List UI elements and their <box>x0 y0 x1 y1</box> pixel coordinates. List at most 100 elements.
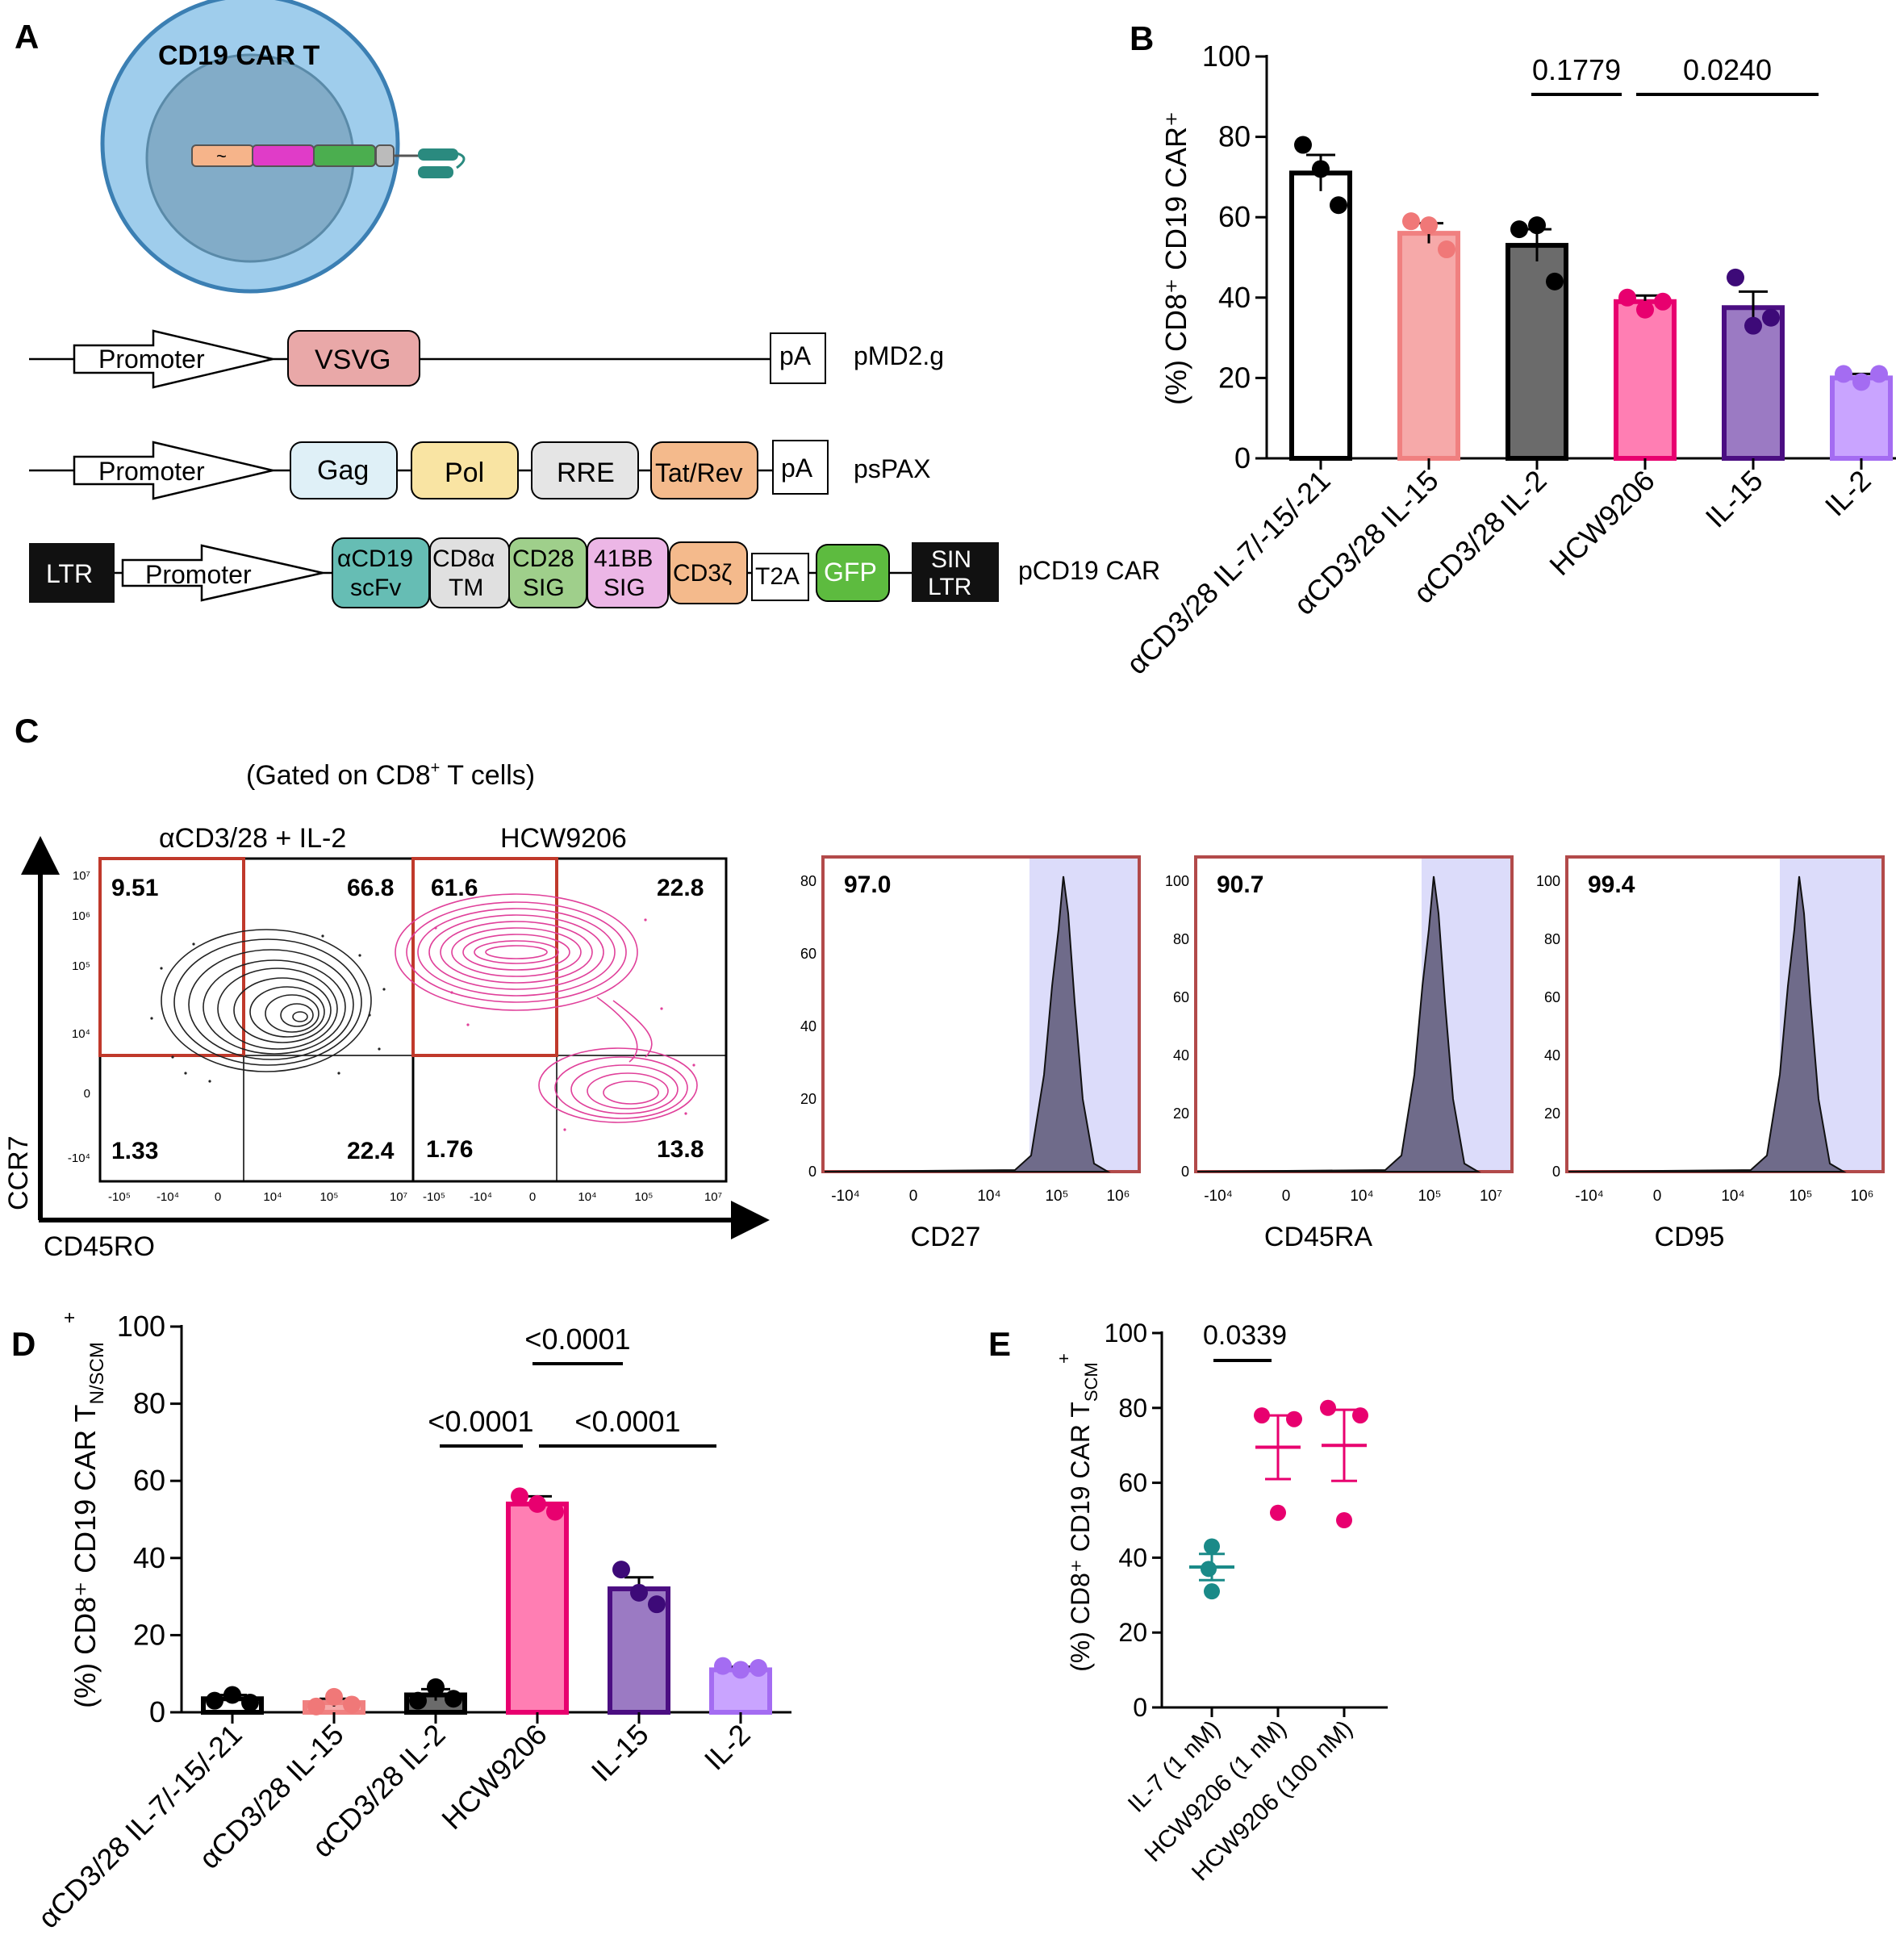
pspax-gag-label: Gag <box>317 455 369 486</box>
plot1-x-tick: 10⁷ <box>390 1190 407 1204</box>
histogram-percent: 99.4 <box>1588 871 1635 898</box>
gate-naive-scm-2 <box>411 857 558 1057</box>
plot1-x-tick: 10⁴ <box>263 1190 282 1204</box>
plot1-y-tick: 10⁷ <box>73 869 90 883</box>
y-tick-label: 80 <box>133 1387 165 1420</box>
histogram-x-tick: 0 <box>909 1188 918 1205</box>
histogram-y-tick: 80 <box>1544 931 1560 947</box>
y-tick-label: 40 <box>1218 281 1251 314</box>
x-tick-label: IL-15 <box>1699 464 1769 534</box>
pmd2g-promoter-arrow <box>73 329 274 389</box>
x-tick-label: IL-2 <box>1819 464 1877 523</box>
plot1-y-tick: 10⁴ <box>72 1027 90 1041</box>
plot1-x-tick: -10⁵ <box>108 1190 131 1204</box>
data-point <box>1438 240 1455 259</box>
data-point <box>732 1661 750 1679</box>
data-point <box>307 1697 325 1716</box>
data-point <box>1201 1561 1217 1578</box>
histogram-percent: 90.7 <box>1217 871 1263 898</box>
pcar-promoter-label: Promoter <box>145 560 252 589</box>
x-tick-label: IL-15 <box>585 1718 655 1788</box>
data-point <box>1636 300 1654 319</box>
pspax-rre-label: RRE <box>557 458 615 488</box>
contour-population-black <box>161 929 372 1072</box>
histogram-x-tick: -10⁴ <box>1575 1188 1604 1205</box>
cell-label: CD19 CAR T <box>158 40 319 71</box>
panel-c: C (Gated on CD8+ T cells) CCR7 CD45RO αC… <box>3 712 1885 1262</box>
data-point <box>325 1687 343 1706</box>
x-tick-label: αCD3/28 IL-7/-15/-21 <box>31 1718 248 1935</box>
p-value-label: <0.0001 <box>428 1405 533 1438</box>
data-point <box>1618 288 1636 307</box>
panel-c-label: C <box>15 712 39 750</box>
pcar-cd3z-box <box>669 541 748 604</box>
y-tick-label: 80 <box>1218 120 1251 153</box>
plot2-quadrant-ur: 22.8 <box>657 875 704 901</box>
histogram-x-tick: -10⁴ <box>831 1188 860 1205</box>
pspax-promoter-arrow <box>73 441 274 500</box>
contour-population-pink <box>395 893 698 1123</box>
pcar-gfp-box <box>816 544 890 602</box>
histogram-y-tick: 60 <box>800 946 816 962</box>
histogram-marker-label: CD95 <box>1655 1222 1725 1252</box>
plot1-y-tick: 0 <box>84 1087 90 1101</box>
pcar-construct: LTR Promoter αCD19 scFv CD8α TM CD28 SIG… <box>29 537 1160 608</box>
construct-segment-gray <box>375 144 395 167</box>
plot1-quadrant-lr: 22.4 <box>347 1138 395 1164</box>
contour-dots-black <box>150 934 386 1083</box>
data-point <box>1402 212 1420 231</box>
plot2-x-ticks: -10⁵ -10⁴ 0 10⁴ 10⁵ 10⁷ <box>423 1190 722 1204</box>
pcar-sin-ltr-label-1: SIN <box>931 546 971 573</box>
x-tick-label: IL-2 <box>698 1718 757 1777</box>
y-tick-label: 0 <box>1133 1693 1147 1722</box>
histogram-x-tick: 0 <box>1282 1188 1291 1205</box>
histogram-peak <box>1196 876 1481 1172</box>
data-point <box>1330 196 1347 215</box>
data-point <box>750 1659 767 1678</box>
data-point <box>241 1694 259 1712</box>
plot2-x-tick: 10⁵ <box>635 1190 654 1204</box>
panel-d-y-axis-label: (%) CD8⁺ CD19 CAR TN/SCM <box>69 1342 108 1708</box>
y-tick-label: 40 <box>1118 1543 1147 1572</box>
data-point <box>343 1695 361 1714</box>
car-t-cell-illustration: CD19 CAR T ~ <box>100 0 466 294</box>
p-value-label: <0.0001 <box>524 1323 630 1356</box>
data-point <box>1336 1512 1352 1528</box>
pspax-pa-label: pA <box>781 453 813 483</box>
plot2-x-tick: -10⁴ <box>470 1190 492 1204</box>
plot1-y-tick: -10⁴ <box>68 1151 90 1165</box>
panel-a: A CD19 CAR T ~ Promoter VSVG pA pMD2.g <box>15 0 1160 608</box>
pmd2g-pa-box <box>770 332 826 384</box>
histogram-x-tick: 10⁴ <box>977 1188 1000 1205</box>
y-tick-label: 100 <box>1202 40 1251 73</box>
car-receptor-bottom <box>418 166 453 178</box>
panel-d-label: D <box>11 1325 35 1363</box>
plot1-x-tick: 0 <box>215 1190 221 1204</box>
histogram-x-tick: 10⁶ <box>1107 1188 1130 1205</box>
histogram-x-tick: 10⁵ <box>1418 1188 1441 1205</box>
data-point <box>1270 1504 1286 1521</box>
panel-b-y-axis-label: (%) CD8⁺ CD19 CAR⁺ <box>1159 111 1192 405</box>
data-point <box>1654 292 1672 311</box>
pspax-tatrev-label: Tat/Rev <box>655 458 742 487</box>
construct-segment-green <box>313 144 376 167</box>
plot1-x-ticks: -10⁵ -10⁴ 0 10⁴ 10⁵ 10⁷ <box>108 1190 407 1204</box>
data-point <box>409 1691 427 1710</box>
pspax-gag-box <box>290 441 398 499</box>
pcar-41bb-label-1: 41BB <box>594 545 653 572</box>
pcar-tm-label-1: CD8α <box>432 545 495 572</box>
pspax-pol-box <box>411 441 519 499</box>
plot2-x-tick: 10⁷ <box>704 1190 722 1204</box>
contour-plot-1: 9.51 66.8 1.33 22.4 10⁷ 10⁶ 10⁵ 10⁴ 0 -1… <box>68 857 415 1204</box>
plot1-quadrant-ur: 66.8 <box>347 875 394 901</box>
y-tick-label: 100 <box>1105 1319 1147 1348</box>
panel-e-y-axis-sup: + <box>1054 1353 1074 1364</box>
data-point <box>1762 308 1780 327</box>
histogram-x-tick: 10⁶ <box>1851 1188 1874 1205</box>
